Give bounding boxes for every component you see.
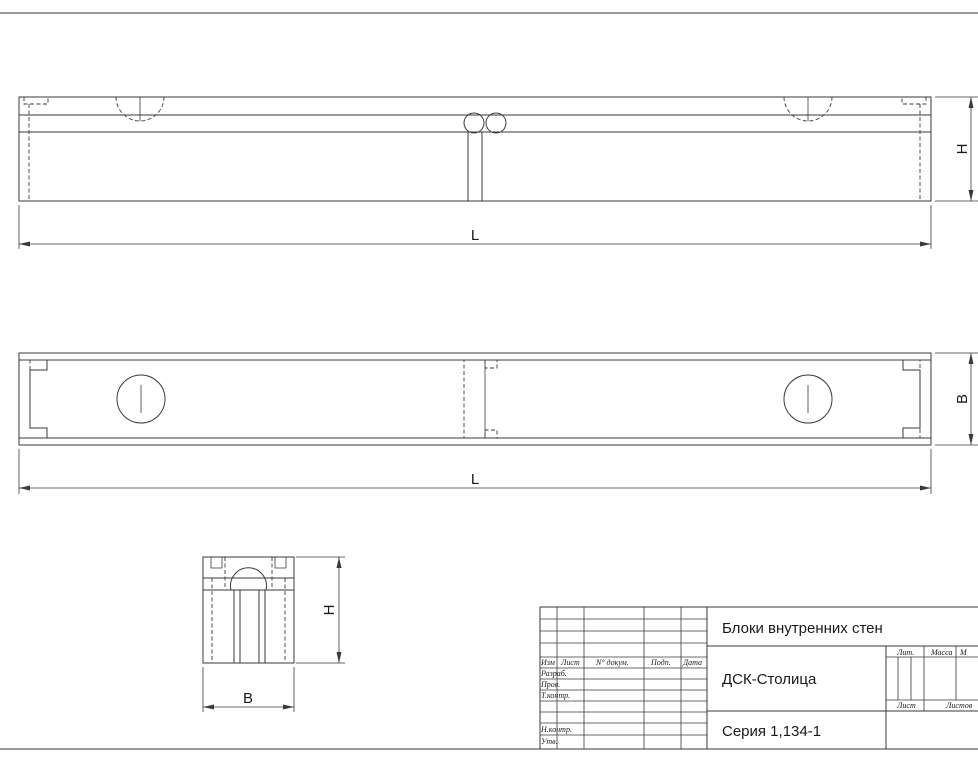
section-width-label: B: [243, 690, 253, 707]
section-height-dimension: H: [296, 556, 345, 664]
top-height-label: H: [954, 144, 971, 155]
top-length-dimension: L: [18, 205, 932, 249]
plan-view: [18, 352, 932, 446]
scale-header: М: [959, 648, 968, 657]
lit-header: Лит.: [896, 648, 914, 657]
drawing-title: Блоки внутренних стен: [722, 620, 883, 637]
mid-width-dimension: B: [935, 352, 978, 446]
sheet-frame: [0, 12, 978, 750]
top-length-label: L: [471, 227, 479, 244]
elevation-view: [18, 96, 932, 202]
role-utv: Утв.: [541, 737, 558, 746]
role-prov: Пров.: [540, 680, 560, 689]
series-label: Серия 1,134-1: [722, 723, 821, 740]
header-col-sign: Подп.: [650, 658, 671, 667]
role-tkontr: Т.контр.: [541, 691, 570, 700]
section-width-dimension: B: [202, 667, 295, 712]
title-block: Блоки внутренних стен ДСК-Столица Серия …: [539, 606, 978, 749]
header-col-list: Лист: [560, 658, 580, 667]
section-view: [202, 556, 295, 664]
header-col-date: Дата: [682, 658, 702, 667]
organization-name: ДСК-Столица: [722, 671, 817, 688]
mid-length-label: L: [471, 471, 479, 488]
role-nkontr: Н.контр.: [540, 725, 572, 734]
mid-length-dimension: L: [18, 449, 932, 494]
mid-width-label: B: [954, 394, 971, 404]
top-height-dimension: H: [935, 96, 978, 202]
mass-header: Масса: [930, 648, 952, 657]
header-col-doc: N° докум.: [595, 658, 629, 667]
header-col-izm: Изм: [540, 658, 555, 667]
section-height-label: H: [321, 605, 338, 616]
role-razrab: Разраб.: [540, 669, 567, 678]
sheets-label: Листов: [945, 701, 973, 710]
sheet-label: Лист: [896, 701, 916, 710]
